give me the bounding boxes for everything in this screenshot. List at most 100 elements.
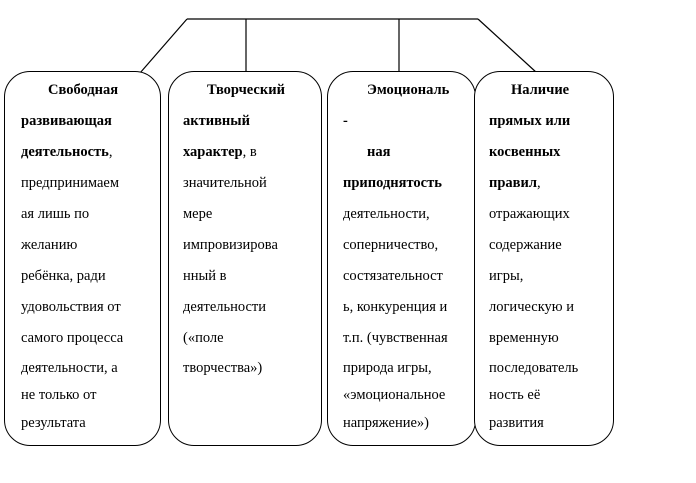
box-line: деятельности (183, 298, 266, 316)
box-line: развития (489, 414, 544, 432)
box-line: ь, конкуренция и (343, 298, 447, 316)
box-line: отражающих (489, 205, 570, 223)
box-line: значительной (183, 174, 267, 192)
line-text: деятельности, (343, 206, 430, 222)
box-line: желанию (21, 236, 77, 254)
bold-term: правил (489, 175, 537, 191)
box-text: Свободная развивающая деятельность, предпри… (5, 72, 160, 445)
bold-term: косвенных (489, 144, 561, 160)
line-text: («поле (183, 330, 224, 346)
line-text: деятельности (183, 299, 267, 315)
box-line: не только от (21, 386, 96, 404)
box-line: деятельности, а (21, 359, 118, 377)
box-rules-presence: Наличие прямых или косвенных правил, отражаю… (474, 71, 614, 446)
line-text: результата (21, 415, 86, 431)
line-text: «эмоциональное (343, 387, 446, 403)
box-line: последователь (489, 359, 578, 377)
box-text: Наличие прямых или косвенных правил, отражаю… (475, 72, 613, 445)
bold-term: ная (367, 144, 391, 160)
box-line: приподнятость (343, 174, 442, 192)
box-line: временную (489, 329, 559, 347)
bold-term: Творческий (207, 82, 285, 98)
box-line: природа игры, (343, 359, 432, 377)
bold-term: - (343, 113, 348, 129)
box-text: Эмоциональ - ная приподнятость деятельности,… (328, 72, 475, 445)
line-text: содержание (489, 237, 562, 253)
box-line: удовольствия от (21, 298, 121, 316)
line-suffix: , (108, 144, 113, 160)
box-line: нный в (183, 267, 227, 285)
box-line: ребёнка, ради (21, 267, 106, 285)
box-line: ность её (489, 386, 540, 404)
line-text: мере (183, 206, 213, 222)
bold-term: деятельность (21, 144, 109, 160)
box-line: деятельность, (21, 143, 112, 161)
line-text: значительной (183, 175, 267, 191)
bold-term: прямых или (489, 113, 571, 129)
line-text: т.п. (чувственная (343, 330, 448, 346)
box-line: деятельности, (343, 205, 430, 223)
box-emotional-elevation: Эмоциональ - ная приподнятость деятельности,… (327, 71, 476, 446)
box-line: ая лишь по (21, 205, 89, 223)
box-line: правил, (489, 174, 541, 192)
box-line: напряжение») (343, 414, 429, 432)
box-line: соперничество, (343, 236, 438, 254)
line-text: удовольствия от (21, 299, 121, 315)
box-line: Свободная (48, 81, 118, 99)
line-text: отражающих (489, 206, 570, 222)
line-text: игры, (489, 268, 524, 284)
line-text: соперничество, (343, 237, 439, 253)
bold-term: приподнятость (343, 175, 442, 191)
box-line: Творческий (207, 81, 285, 99)
line-text: временную (489, 330, 559, 346)
box-line: Эмоциональ (367, 81, 449, 99)
box-line: результата (21, 414, 86, 432)
line-suffix: , (537, 175, 541, 191)
box-line: косвенных (489, 143, 560, 161)
box-line: - (343, 112, 348, 130)
connector-to-box-1 (139, 18, 188, 74)
box-line: мере (183, 205, 212, 223)
line-text: напряжение») (343, 415, 429, 431)
line-text: импровизирова (183, 237, 278, 253)
line-text: ь, конкуренция и (343, 299, 448, 315)
box-line: развивающая (21, 112, 112, 130)
box-line: «эмоциональное (343, 386, 445, 404)
box-line: содержание (489, 236, 562, 254)
bold-term: Свободная (48, 82, 119, 98)
box-line: («поле (183, 329, 224, 347)
line-text: творчества») (183, 360, 263, 376)
box-text: Творческий активный характер, в значительно… (169, 72, 321, 445)
bold-term: Наличие (511, 82, 570, 98)
box-line: творчества») (183, 359, 262, 377)
line-text: деятельности, а (21, 360, 118, 376)
box-line: игры, (489, 267, 523, 285)
bold-term: Эмоциональ (367, 82, 450, 98)
box-line: состязательност (343, 267, 443, 285)
line-text: не только от (21, 387, 97, 403)
line-text: ребёнка, ради (21, 268, 106, 284)
line-suffix: , в (242, 144, 257, 160)
line-text: самого процесса (21, 330, 124, 346)
line-text: последователь (489, 360, 579, 376)
bold-term: активный (183, 113, 250, 129)
box-line: логическую и (489, 298, 574, 316)
bold-term: характер (183, 144, 243, 160)
bold-term: развивающая (21, 113, 112, 129)
box-free-activity: Свободная развивающая деятельность, предпри… (4, 71, 161, 446)
line-text: ая лишь по (21, 206, 90, 222)
box-creative-character: Творческий активный характер, в значительно… (168, 71, 322, 446)
line-text: ность её (489, 387, 541, 403)
box-line: самого процесса (21, 329, 123, 347)
box-line: активный (183, 112, 250, 130)
line-text: состязательност (343, 268, 443, 284)
line-text: развития (489, 415, 544, 431)
box-line: ная (367, 143, 390, 161)
box-line: характер, в (183, 143, 257, 161)
box-line: импровизирова (183, 236, 278, 254)
box-line: т.п. (чувственная (343, 329, 448, 347)
box-line: предпринимаем (21, 174, 119, 192)
box-line: Наличие (511, 81, 569, 99)
